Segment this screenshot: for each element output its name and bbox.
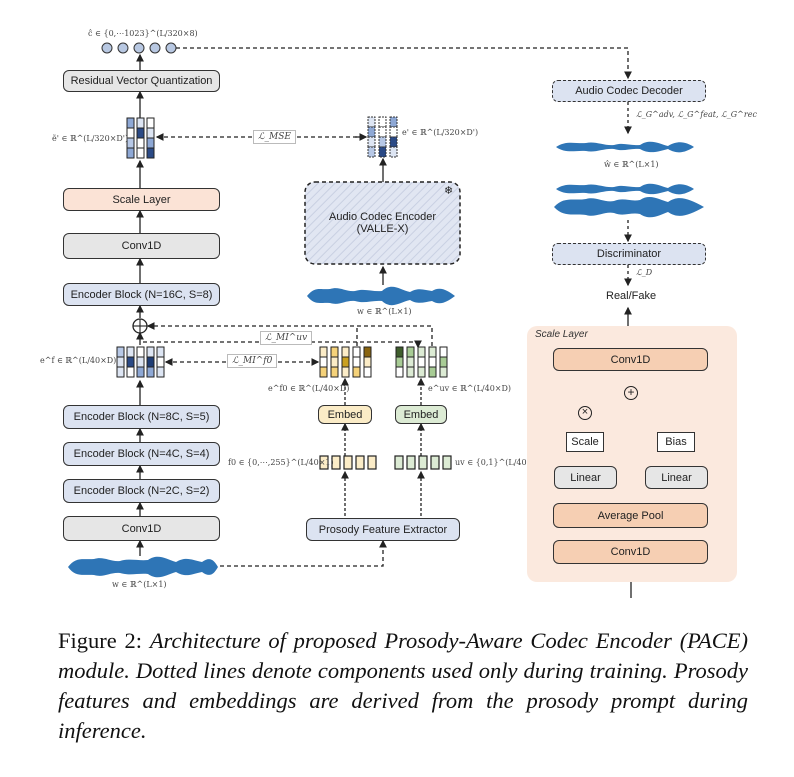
uv-label: uv ∈ {0,1}^(L/40×1) [455, 458, 542, 467]
ef0-tokens [319, 346, 372, 378]
w-label-top: w ∈ ℝ^(L×1) [357, 307, 412, 316]
waveform-reconstructed [556, 141, 694, 153]
scale-layer-block: Scale Layer [63, 188, 220, 211]
bias-box: Bias [657, 432, 695, 452]
w-label-bottom: w ∈ ℝ^(L×1) [112, 580, 167, 589]
scale-box: Scale [566, 432, 604, 452]
waveform-input-bottom [68, 556, 218, 578]
linear-left: Linear [554, 466, 617, 489]
loss-mse: ℒ_MSE [253, 130, 296, 144]
uv-tokens [394, 455, 452, 470]
ef-label: e^f ∈ ℝ^(L/40×D) [40, 356, 117, 365]
scale-conv1d-bottom: Conv1D [553, 540, 708, 564]
encoder-block-2c: Encoder Block (N=2C, S=2) [63, 479, 220, 503]
e-prime-label: e' ∈ ℝ^(L/320×D') [402, 128, 479, 137]
generator-losses: ℒ_G^adv, ℒ_G^feat, ℒ_G^rec [636, 110, 757, 119]
waveform-input-top [307, 286, 455, 306]
conv1d-bottom-block: Conv1D [63, 516, 220, 541]
embed-uv-block: Embed [395, 405, 447, 424]
add-node-icon [132, 318, 148, 334]
scale-layer-panel-title: Scale Layer [535, 329, 588, 340]
euv-label: e^uv ∈ ℝ^(L/40×D) [428, 384, 512, 393]
rvq-block: Residual Vector Quantization [63, 70, 220, 92]
discriminator-loss: ℒ_D [636, 268, 653, 277]
average-pool: Average Pool [553, 503, 708, 528]
linear-right: Linear [645, 466, 708, 489]
encoder-block-4c: Encoder Block (N=4C, S=4) [63, 442, 220, 466]
e-tilde-label: ẽ' ∈ ℝ^(L/320×D') [52, 134, 129, 143]
w-hat-label: ŵ ∈ ℝ^(L×1) [604, 160, 659, 169]
multiply-node-icon: × [578, 406, 592, 420]
conv1d-top-block: Conv1D [63, 233, 220, 259]
waveform-pair-bottom [554, 196, 704, 218]
codec-encoder-title: Audio Codec Encoder [328, 211, 436, 223]
e-tilde-tokens [126, 117, 155, 159]
audio-codec-encoder: Audio Codec Encoder (VALLE-X) [305, 182, 460, 264]
add-node-icon: + [624, 386, 638, 400]
code-label: ĉ ∈ {0,⋯1023}^(L/320×8) [88, 29, 198, 38]
encoder-block-2c-label: Encoder Block (N=2C, S=2) [73, 485, 210, 497]
ef-tokens [116, 346, 165, 378]
scale-conv1d-top: Conv1D [553, 348, 708, 371]
figure-caption: Figure 2: Architecture of proposed Proso… [58, 626, 748, 746]
ef0-label: e^f0 ∈ ℝ^(L/40×D) [268, 384, 350, 393]
encoder-block-8c: Encoder Block (N=8C, S=5) [63, 405, 220, 429]
real-fake-label: Real/Fake [606, 290, 657, 302]
encoder-block-8c-label: Encoder Block (N=8C, S=5) [73, 411, 210, 423]
caption-text: Architecture of proposed Prosody-Aware C… [58, 628, 749, 743]
encoder-block-4c-label: Encoder Block (N=4C, S=4) [73, 448, 210, 460]
discriminator-block: Discriminator [552, 243, 706, 265]
euv-tokens [395, 346, 448, 378]
audio-codec-decoder: Audio Codec Decoder [552, 80, 706, 102]
f0-tokens [319, 455, 377, 470]
codec-encoder-subtitle: (VALLE-X) [356, 223, 409, 235]
prosody-feature-extractor: Prosody Feature Extractor [306, 518, 460, 541]
encoder-block-16c-label: Encoder Block (N=16C, S=8) [70, 288, 213, 301]
f0-label: f0 ∈ {0,⋯,255}^(L/40×1) [228, 458, 334, 467]
loss-mi-f0: ℒ_MI^f0 [227, 354, 278, 368]
encoder-block-16c: Encoder Block (N=16C, S=8) [63, 283, 220, 306]
waveform-pair-top [556, 183, 694, 195]
loss-mi-uv: ℒ_MI^uv [260, 331, 313, 345]
caption-label: Figure 2: [58, 628, 143, 653]
snowflake-icon: ❄ [444, 185, 454, 197]
embed-f0-block: Embed [318, 405, 372, 424]
e-prime-tokens [367, 116, 398, 158]
code-tokens [101, 42, 177, 54]
